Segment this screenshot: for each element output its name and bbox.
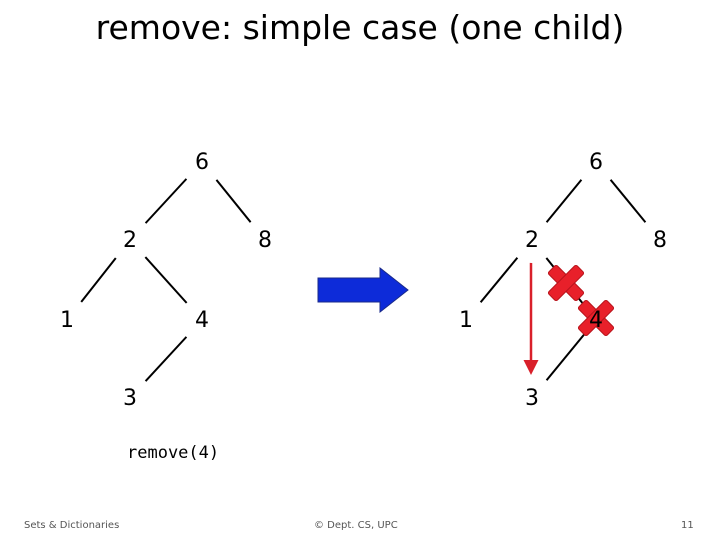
cross-mark-node-icon [577, 299, 615, 337]
tree-node-2-before: 2 [107, 217, 153, 263]
tree-node-8-before: 8 [242, 217, 288, 263]
tree-node-1-before: 1 [44, 297, 90, 343]
page-number: 11 [681, 520, 694, 531]
tree-node-3-before: 3 [107, 375, 153, 421]
footer-copyright: © Dept. CS, UPC [314, 520, 398, 531]
transition-arrow [317, 266, 409, 314]
tree-node-2-after: 2 [509, 217, 555, 263]
tree-node-1-after: 1 [443, 297, 489, 343]
remove-call-caption: remove(4) [127, 443, 220, 463]
tree-node-6-before: 6 [179, 139, 225, 185]
slide-title: remove: simple case (one child) [95, 8, 625, 47]
cross-mark-edge-icon [547, 264, 585, 302]
tree-node-3-after: 3 [509, 375, 555, 421]
tree-node-4-before: 4 [179, 297, 225, 343]
tree-node-4-removed: 4 [589, 307, 603, 333]
tree-node-6-after: 6 [573, 139, 619, 185]
footer-course-name: Sets & Dictionaries [24, 520, 120, 531]
tree-node-8-after: 8 [637, 217, 683, 263]
